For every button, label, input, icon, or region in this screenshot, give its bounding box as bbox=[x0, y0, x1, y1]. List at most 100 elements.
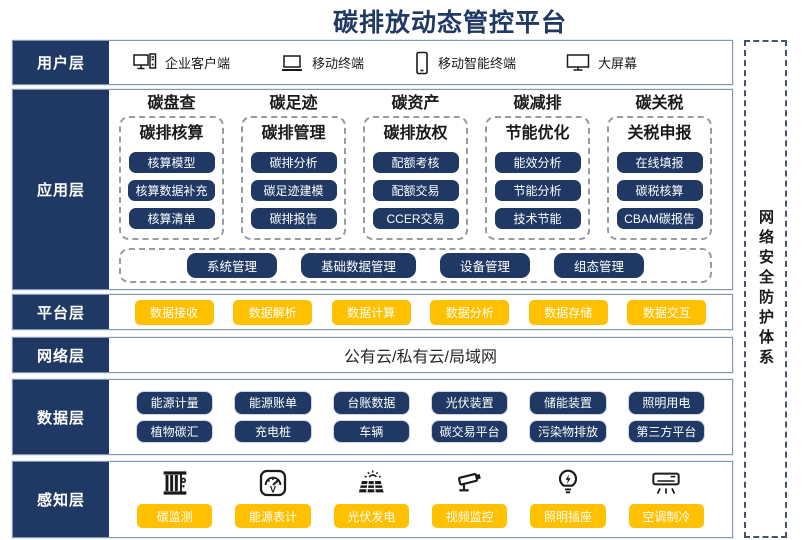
security-sidebar-label: 网络安全防护体系 bbox=[757, 209, 774, 369]
data-source-pill: 碳交易平台 bbox=[432, 420, 508, 442]
column-box: 碳排放权 配额考核 配额交易 CCER交易 bbox=[363, 116, 468, 240]
smartphone-icon bbox=[416, 51, 428, 74]
user-device: 移动终端 bbox=[280, 52, 364, 74]
app-module-pill: 在线填报 bbox=[616, 152, 703, 173]
column-box-title: 碳排管理 bbox=[261, 125, 326, 142]
perception-item: 光伏发电 bbox=[333, 467, 409, 528]
app-module-pill: 碳排报告 bbox=[250, 208, 337, 229]
data-source-pill: 充电桩 bbox=[235, 420, 311, 442]
column-box-title: 碳排放权 bbox=[383, 125, 448, 142]
data-source-pill: 台账数据 bbox=[333, 392, 409, 414]
perception-pill: 能源表计 bbox=[235, 504, 311, 528]
perception-item: 照明插座 bbox=[530, 467, 606, 528]
data-source-pill: 能源账单 bbox=[235, 392, 311, 414]
network-layer-row: 网络层 公有云/私有云/局域网 bbox=[12, 337, 733, 373]
data-layer-row: 数据层 能源计量 能源账单 台账数据 光伏装置 储能装置 照明用电 植物碳汇 充… bbox=[12, 379, 733, 455]
platform-layer-label: 平台层 bbox=[13, 295, 109, 329]
big-screen-icon bbox=[566, 53, 590, 71]
column-box-title: 碳排核算 bbox=[139, 125, 204, 142]
column-box-title: 节能优化 bbox=[505, 125, 570, 142]
app-column-carbon-inventory: 碳盘查 碳排核算 核算模型 核算数据补充 核算清单 bbox=[119, 93, 224, 240]
desktop-pc-icon bbox=[133, 52, 157, 69]
platform-pill: 数据分析 bbox=[430, 299, 510, 325]
perception-layer-label: 感知层 bbox=[13, 462, 109, 537]
user-device-label: 大屏幕 bbox=[598, 56, 638, 71]
data-source-pill: 植物碳汇 bbox=[137, 420, 213, 442]
data-source-pill: 能源计量 bbox=[137, 392, 213, 414]
energy-meter-icon: V bbox=[259, 469, 287, 497]
page-title: 碳排放动态管控平台 bbox=[332, 9, 567, 37]
perception-item: 视频监控 bbox=[432, 467, 508, 528]
app-column-carbon-tariff: 碳关税 关税申报 在线填报 碳税核算 CBAM碳报告 bbox=[607, 93, 712, 240]
app-column-carbon-footprint: 碳足迹 碳排管理 碳排分析 碳足迹建模 碳排报告 bbox=[241, 93, 346, 240]
app-module-pill: 碳足迹建模 bbox=[250, 180, 337, 201]
user-device-label: 企业客户端 bbox=[165, 56, 231, 71]
app-module-pill: 能效分析 bbox=[494, 152, 581, 173]
management-box: 系统管理 基础数据管理 设备管理 组态管理 bbox=[119, 248, 712, 283]
data-source-pill: 照明用电 bbox=[628, 392, 704, 414]
user-device-label: 移动智能终端 bbox=[438, 56, 517, 71]
user-layer-content: 企业客户端 移动终端 移动智能终端 bbox=[109, 41, 732, 84]
app-column-carbon-asset: 碳资产 碳排放权 配额考核 配额交易 CCER交易 bbox=[363, 93, 468, 240]
user-device-label: 移动终端 bbox=[312, 56, 365, 71]
perception-pill: 碳监测 bbox=[137, 504, 213, 528]
management-pill: 设备管理 bbox=[440, 253, 531, 278]
column-header: 碳足迹 bbox=[269, 95, 318, 112]
application-layer-content: 碳盘查 碳排核算 核算模型 核算数据补充 核算清单 碳足迹 碳排管理 碳排分析 … bbox=[109, 90, 732, 289]
column-box: 关税申报 在线填报 碳税核算 CBAM碳报告 bbox=[607, 116, 712, 240]
platform-pill: 数据交互 bbox=[627, 299, 707, 325]
app-module-pill: 碳排分析 bbox=[250, 152, 337, 173]
data-layer-label: 数据层 bbox=[13, 380, 109, 454]
app-module-pill: 配额考核 bbox=[372, 152, 459, 173]
app-module-pill: 技术节能 bbox=[494, 208, 581, 229]
perception-layer-content: 碳监测 V 能源表计 bbox=[109, 462, 732, 537]
column-box: 节能优化 能效分析 节能分析 技术节能 bbox=[485, 116, 590, 240]
column-box-title: 关税申报 bbox=[627, 125, 692, 142]
application-columns: 碳盘查 碳排核算 核算模型 核算数据补充 核算清单 碳足迹 碳排管理 碳排分析 … bbox=[119, 93, 712, 240]
user-device: 大屏幕 bbox=[566, 52, 637, 74]
app-module-pill: 核算数据补充 bbox=[128, 180, 215, 201]
perception-pill: 照明插座 bbox=[530, 504, 606, 528]
data-layer-content: 能源计量 能源账单 台账数据 光伏装置 储能装置 照明用电 植物碳汇 充电桩 车… bbox=[109, 380, 732, 454]
svg-text:V: V bbox=[270, 485, 277, 495]
data-source-pill: 污染物排放 bbox=[530, 420, 606, 442]
user-layer-row: 用户层 企业客户端 移动终端 bbox=[12, 40, 733, 85]
data-source-pill: 储能装置 bbox=[530, 392, 606, 414]
application-layer-row: 应用层 碳盘查 碳排核算 核算模型 核算数据补充 核算清单 碳足迹 碳排管理 bbox=[12, 89, 733, 290]
perception-pill: 空调制冷 bbox=[628, 504, 704, 528]
perception-item: V 能源表计 bbox=[235, 467, 311, 528]
data-source-pill: 车辆 bbox=[333, 420, 409, 442]
laptop-icon bbox=[282, 54, 303, 71]
app-module-pill: 节能分析 bbox=[494, 180, 581, 201]
user-device: 移动智能终端 bbox=[414, 51, 516, 75]
network-layer-label: 网络层 bbox=[13, 338, 109, 372]
column-box: 碳排管理 碳排分析 碳足迹建模 碳排报告 bbox=[241, 116, 346, 240]
management-pill: 基础数据管理 bbox=[300, 253, 416, 278]
app-module-pill: 配额交易 bbox=[372, 180, 459, 201]
platform-pill: 数据计算 bbox=[331, 299, 411, 325]
application-layer-label: 应用层 bbox=[13, 90, 109, 289]
carbon-monitor-icon bbox=[163, 471, 186, 495]
perception-item: 碳监测 bbox=[137, 467, 213, 528]
security-sidebar: 网络安全防护体系 bbox=[744, 40, 787, 538]
app-module-pill: CBAM碳报告 bbox=[616, 208, 703, 229]
cctv-camera-icon bbox=[457, 473, 481, 492]
solar-panel-icon bbox=[359, 470, 384, 493]
management-pill: 组态管理 bbox=[554, 253, 645, 278]
network-layer-text: 公有云/私有云/局域网 bbox=[344, 349, 497, 366]
app-module-pill: 碳税核算 bbox=[616, 180, 703, 201]
platform-pill: 数据解析 bbox=[233, 299, 313, 325]
data-source-pill: 第三方平台 bbox=[628, 420, 704, 442]
perception-item: 空调制冷 bbox=[628, 467, 704, 528]
column-box: 碳排核算 核算模型 核算数据补充 核算清单 bbox=[119, 116, 224, 240]
perception-pill: 视频监控 bbox=[432, 504, 508, 528]
air-conditioner-icon bbox=[652, 472, 680, 495]
platform-pill: 数据存储 bbox=[528, 299, 608, 325]
perception-layer-row: 感知层 碳监测 V bbox=[12, 461, 733, 538]
platform-layer-row: 平台层 数据接收 数据解析 数据计算 数据分析 数据存储 数据交互 bbox=[12, 294, 733, 330]
platform-pill: 数据接收 bbox=[134, 299, 214, 325]
user-device: 企业客户端 bbox=[133, 52, 230, 74]
column-header: 碳资产 bbox=[391, 95, 440, 112]
data-source-pill: 光伏装置 bbox=[432, 392, 508, 414]
column-header: 碳盘查 bbox=[147, 95, 196, 112]
